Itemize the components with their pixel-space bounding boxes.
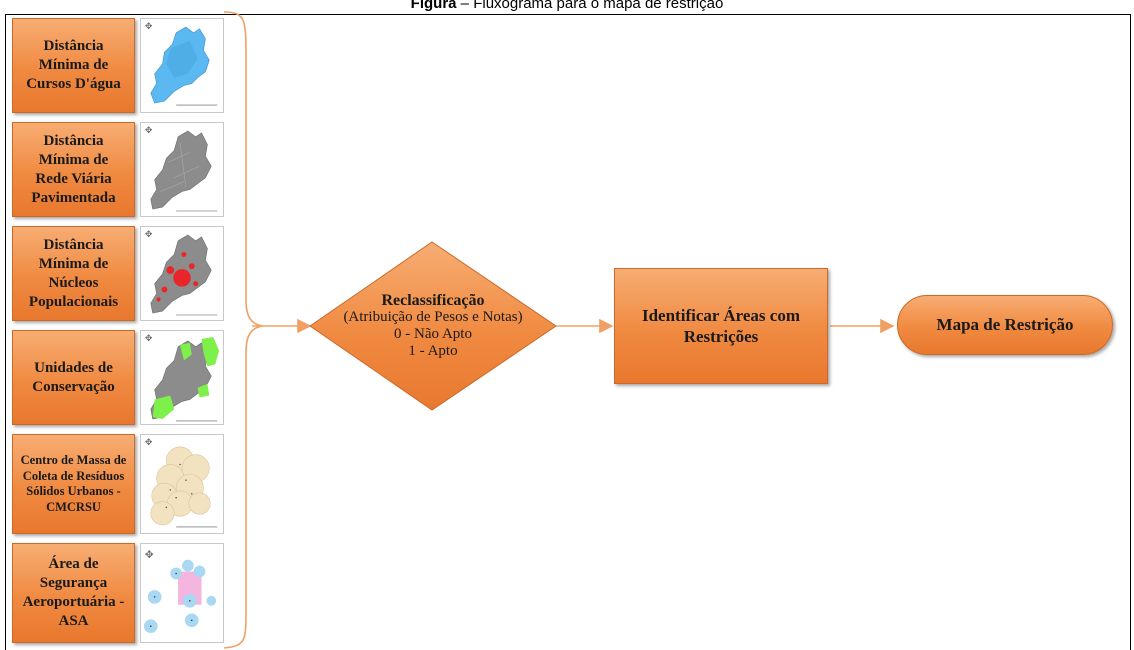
map-thumbnail-road: ✥ [140, 122, 224, 217]
input-label: Unidades de Conservação [32, 359, 115, 395]
map-thumbnail-population: ✥ [140, 226, 224, 321]
map-population-image: ✥ [145, 229, 218, 316]
map-conservation-image: ✥ [145, 333, 220, 422]
output-restriction-map: Mapa de Restrição [897, 295, 1113, 355]
input-label: Distância Mínima de Cursos D'água [26, 38, 121, 92]
process-label: Identificar Áreas com Restrições [641, 306, 800, 346]
input-box-population-distance: Distância Mínima de Núcleos Populacionai… [12, 226, 135, 321]
input-box-water-distance: Distância Mínima de Cursos D'água [12, 18, 135, 113]
input-box-cmcrsu: Centro de Massa de Coleta de Resíduos Só… [12, 434, 135, 534]
svg-text:✥: ✥ [145, 437, 153, 447]
svg-text:✥: ✥ [145, 333, 153, 343]
input-label: Distância Mínima de Rede Viária Paviment… [31, 132, 116, 206]
input-label: Área de Segurança Aeroportuária - ASA [22, 556, 125, 629]
svg-text:✥: ✥ [145, 21, 153, 31]
input-label: Distância Mínima de Núcleos Populacionai… [28, 236, 119, 310]
map-thumbnail-conservation: ✥ [140, 330, 224, 425]
map-thumbnail-cmcrsu: ✥ [140, 434, 224, 534]
caption-label: Figura [410, 0, 457, 12]
map-road-image: ✥ [145, 125, 218, 212]
input-box-road-distance: Distância Mínima de Rede Viária Paviment… [12, 122, 135, 217]
output-label: Mapa de Restrição [936, 315, 1074, 334]
input-box-conservation-units: Unidades de Conservação [12, 330, 135, 425]
svg-text:✥: ✥ [145, 125, 153, 135]
svg-text:✥: ✥ [145, 229, 153, 239]
reclass-diamond [309, 241, 557, 411]
input-box-asa: Área de Segurança Aeroportuária - ASA [12, 543, 135, 643]
process-identify-restricted-areas: Identificar Áreas com Restrições [614, 268, 828, 384]
map-thumbnail-asa: ✥ [140, 543, 224, 643]
reclass-label: Reclassificação (Atribuição de Pesos e N… [312, 292, 554, 360]
reclass-subtitle: (Atribuição de Pesos e Notas) [343, 309, 523, 325]
reclass-line-not-apt: 0 - Não Apto [394, 326, 472, 342]
figure-frame [5, 14, 1131, 650]
map-cmcrsu-image: ✥ [145, 437, 218, 528]
input-label: Centro de Massa de Coleta de Resíduos Só… [20, 453, 127, 514]
map-asa-image: ✥ [143, 549, 217, 634]
svg-text:✥: ✥ [145, 549, 154, 561]
map-water-image: ✥ [145, 21, 218, 106]
reclass-title: Reclassificação [381, 292, 485, 309]
reclass-line-apt: 1 - Apto [408, 343, 458, 359]
figure-caption: Figura – Fluxograma para o mapa de restr… [0, 0, 1134, 13]
caption-text: – Fluxograma para o mapa de restrição [456, 0, 724, 12]
map-thumbnail-water: ✥ [140, 18, 224, 113]
input-brace [223, 11, 263, 649]
